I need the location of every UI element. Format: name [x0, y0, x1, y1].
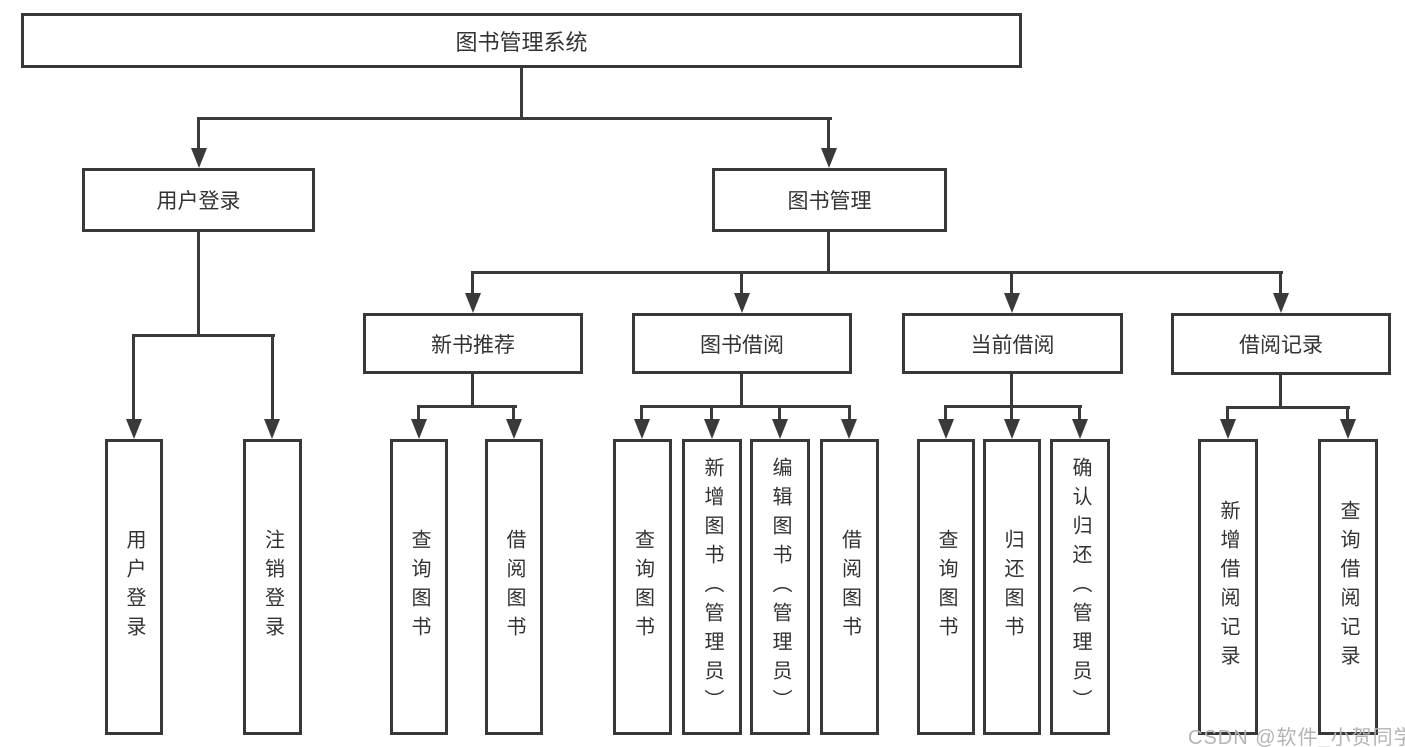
connector-line	[1226, 408, 1229, 421]
arrow-down-icon	[191, 148, 207, 168]
node-book-management: 图书管理	[712, 168, 947, 232]
node-label: 图书管理系统	[455, 29, 588, 55]
leaf-label: 查询借阅记录	[1337, 500, 1359, 674]
leaf-label: 编辑图书（管理员）	[769, 456, 791, 718]
leaf-borrow-borrow-books: 借阅图书	[820, 439, 879, 735]
connector-line	[197, 232, 200, 336]
leaf-label: 新增图书（管理员）	[701, 456, 723, 718]
leaf-label: 确认归还（管理员）	[1069, 456, 1091, 718]
connector-line	[640, 407, 643, 421]
connector-line	[1346, 408, 1349, 421]
connector-line	[944, 407, 947, 421]
node-user-login: 用户登录	[82, 168, 315, 232]
connector-line	[1010, 407, 1013, 421]
connector-line	[1010, 273, 1013, 295]
connector-line	[197, 117, 832, 120]
arrow-down-icon	[704, 419, 720, 439]
connector-line	[132, 336, 135, 419]
leaf-current-query-books: 查询图书	[917, 439, 975, 735]
arrow-down-icon	[938, 419, 954, 439]
connector-line	[778, 407, 781, 421]
leaf-label: 查询图书	[408, 529, 430, 645]
connector-line	[471, 273, 474, 295]
arrow-down-icon	[506, 419, 522, 439]
connector-line	[132, 334, 275, 337]
connector-line	[1279, 273, 1282, 295]
arrow-down-icon	[1072, 419, 1088, 439]
arrow-down-icon	[841, 419, 857, 439]
leaf-label: 查询图书	[935, 529, 957, 645]
arrow-down-icon	[1004, 419, 1020, 439]
leaf-borrow-add-books-admin: 新增图书（管理员）	[682, 439, 742, 735]
connector-line	[471, 271, 1283, 274]
leaf-label: 新增借阅记录	[1217, 500, 1239, 674]
leaf-records-query-record: 查询借阅记录	[1318, 439, 1378, 735]
node-book-borrowing: 图书借阅	[632, 313, 852, 374]
connector-line	[740, 374, 743, 407]
leaf-label: 归还图书	[1001, 529, 1023, 645]
node-label: 图书借阅	[700, 333, 784, 357]
connector-line	[740, 273, 743, 295]
leaf-user-login: 用户登录	[105, 439, 163, 735]
arrow-down-icon	[1340, 419, 1356, 439]
arrow-down-icon	[1004, 293, 1020, 313]
node-label: 用户登录	[156, 190, 241, 213]
connector-line	[1226, 406, 1350, 409]
leaf-label: 注销登录	[261, 529, 284, 645]
leaf-borrow-query-books: 查询图书	[613, 439, 672, 735]
arrow-down-icon	[1273, 293, 1289, 313]
connector-line	[512, 407, 515, 421]
leaf-recommend-query-books: 查询图书	[390, 439, 448, 735]
leaf-recommend-borrow-books: 借阅图书	[485, 439, 543, 735]
arrow-down-icon	[772, 419, 788, 439]
arrow-down-icon	[1220, 419, 1236, 439]
connector-line	[520, 68, 523, 120]
connector-line	[827, 232, 830, 273]
node-borrowing-records: 借阅记录	[1171, 313, 1391, 375]
connector-line	[197, 120, 200, 150]
arrow-down-icon	[264, 419, 280, 439]
connector-line	[1279, 375, 1282, 408]
connector-line	[944, 405, 1082, 408]
node-label: 当前借阅	[970, 333, 1055, 357]
connector-line	[417, 405, 517, 408]
connector-line	[710, 407, 713, 421]
leaf-logout: 注销登录	[243, 439, 302, 735]
leaf-label: 用户登录	[123, 529, 145, 645]
leaf-label: 借阅图书	[838, 529, 861, 645]
arrow-down-icon	[634, 419, 650, 439]
leaf-label: 查询图书	[631, 529, 654, 645]
connector-line	[1078, 407, 1081, 421]
csdn-watermark: CSDN @软件_小贺同学	[1188, 727, 1405, 747]
connector-line	[1010, 374, 1013, 407]
leaf-label: 借阅图书	[503, 529, 525, 645]
node-label: 借阅记录	[1239, 334, 1323, 357]
node-library-management-system: 图书管理系统	[21, 13, 1022, 68]
arrow-down-icon	[821, 148, 837, 168]
connector-line	[471, 374, 474, 407]
leaf-current-confirm-return-admin: 确认归还（管理员）	[1050, 439, 1110, 735]
node-new-book-recommend: 新书推荐	[363, 313, 583, 374]
connector-line	[417, 407, 420, 421]
arrow-down-icon	[734, 293, 750, 313]
connector-line	[848, 407, 851, 421]
leaf-current-return-books: 归还图书	[983, 439, 1041, 735]
node-label: 图书管理	[787, 190, 872, 213]
arrow-down-icon	[126, 419, 142, 439]
connector-line	[640, 405, 851, 408]
node-label: 新书推荐	[431, 333, 515, 357]
leaf-records-add-record: 新增借阅记录	[1198, 439, 1258, 735]
connector-line	[271, 336, 274, 419]
connector-line	[827, 120, 830, 150]
arrow-down-icon	[411, 419, 427, 439]
node-current-borrowing: 当前借阅	[902, 313, 1123, 374]
leaf-borrow-edit-books-admin: 编辑图书（管理员）	[750, 439, 810, 735]
arrow-down-icon	[465, 293, 481, 313]
